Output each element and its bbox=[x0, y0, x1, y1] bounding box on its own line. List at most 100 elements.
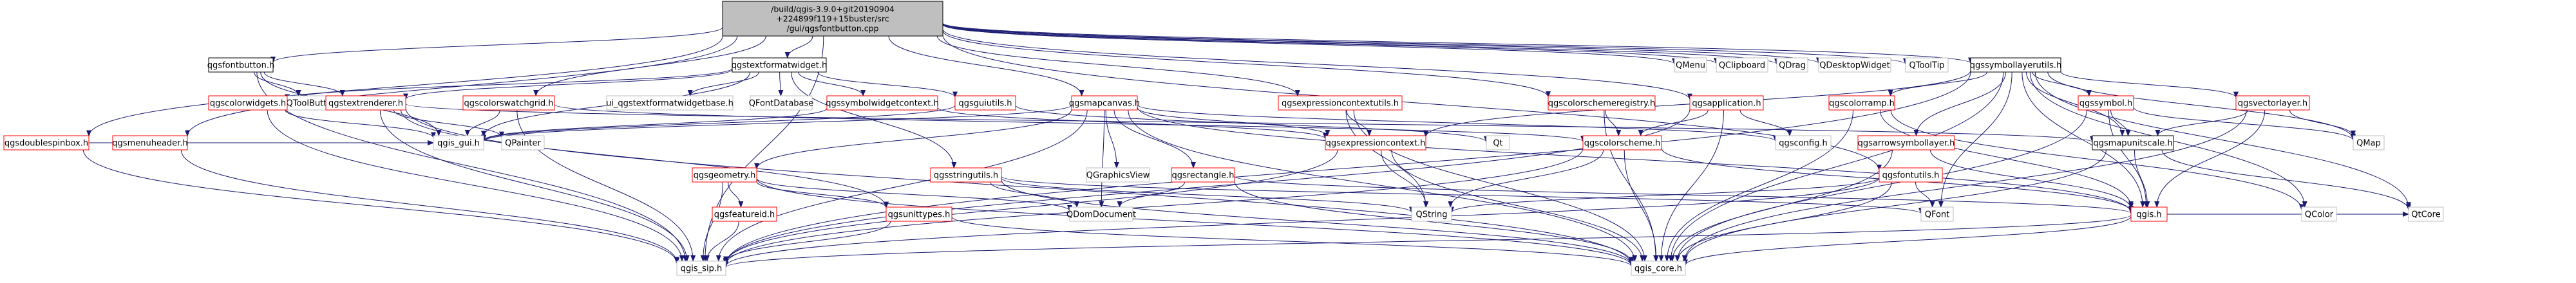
node-label: QMap bbox=[2356, 139, 2381, 149]
node-qgsgeometry-h[interactable]: qgsgeometry.h bbox=[692, 167, 757, 183]
edge-qgstextrenderer_h-to-qpainter bbox=[393, 109, 504, 138]
node-box bbox=[1582, 135, 1662, 151]
node-qdesktopwidget[interactable]: QDesktopWidget bbox=[1818, 57, 1891, 73]
node-qgsdoublespinbox-h[interactable]: qgsdoublespinbox.h bbox=[3, 135, 90, 151]
edge-qgssymbollayerutils_h-to-qfont bbox=[1938, 71, 2012, 208]
node-qfont[interactable]: QFont bbox=[1920, 206, 1954, 222]
node-qgstextrenderer-h[interactable]: qgstextrenderer.h bbox=[325, 95, 406, 111]
edge-qgstextformatwidget_h-to-qgssymbolwidgetcontext_h bbox=[798, 71, 866, 96]
node-qdomdocument[interactable]: QDomDocument bbox=[1066, 206, 1136, 222]
node-label: +224899f119+15buster/src bbox=[776, 14, 889, 24]
edge-qgssymbol_h-to-qgis_core_h bbox=[1674, 109, 2087, 262]
edge-qgstextrenderer_h-to-qgsunittypes_h bbox=[401, 109, 889, 208]
edge-root-to-qgsapplication_h bbox=[942, 29, 1692, 100]
node-label: qgsarrowsymbollayer.h bbox=[1858, 139, 1955, 149]
node-label: qgsmenuheader.h bbox=[112, 139, 187, 149]
node-qgscolorswatchgrid-h[interactable]: qgscolorswatchgrid.h bbox=[462, 95, 555, 111]
node-ui-qgstextformatwidgetbase-h[interactable]: ui_qgstextformatwidgetbase.h bbox=[606, 95, 734, 111]
node-qtooltip[interactable]: QToolTip bbox=[1905, 57, 1949, 73]
node-box bbox=[1278, 95, 1403, 111]
node-qgscolorramp-h[interactable]: qgscolorramp.h bbox=[1828, 95, 1895, 111]
node-qgsunittypes-h[interactable]: qgsunittypes.h bbox=[886, 206, 952, 222]
node-qgssymbollayerutils-h[interactable]: qgssymbollayerutils.h bbox=[1970, 57, 2062, 73]
node-qgis-core-h[interactable]: qgis_core.h bbox=[1631, 260, 1686, 276]
node-box bbox=[1171, 167, 1235, 183]
node-qmenu[interactable]: QMenu bbox=[1674, 57, 1707, 73]
node-qgssymbol-h[interactable]: qgssymbol.h bbox=[2078, 95, 2134, 111]
node-qgscolorwidgets-h[interactable]: qgscolorwidgets.h bbox=[208, 95, 288, 111]
node-qgsfontbutton-h[interactable]: qgsfontbutton.h bbox=[207, 57, 274, 73]
node-qcore[interactable]: QtCore bbox=[2408, 206, 2444, 222]
edge-qgsmapcanvas_h-to-qgsconfig_h bbox=[1137, 104, 1778, 142]
node-label: qgsstringutils.h bbox=[934, 171, 998, 181]
edge-root-to-qgsmapcanvas_h bbox=[888, 35, 1084, 96]
node-qgsguiutils-h[interactable]: qgsguiutils.h bbox=[954, 95, 1016, 111]
edge-qgssymbol_h-to-qgis_h bbox=[2108, 109, 2149, 208]
node-label: QtCore bbox=[2411, 210, 2440, 220]
node-qgsexpressioncontextutils-h[interactable]: qgsexpressioncontextutils.h bbox=[1278, 95, 1403, 111]
node-label: qgstextformatwidget.h bbox=[732, 61, 828, 71]
node-label: QColor bbox=[2305, 210, 2334, 220]
node-label: qgssymbol.h bbox=[2079, 99, 2133, 109]
edge-root-to-qdrag bbox=[942, 23, 1779, 65]
node-box bbox=[712, 206, 777, 222]
node-label: qgsfeatureid.h bbox=[714, 210, 775, 220]
node-label: qgscolorwidgets.h bbox=[210, 99, 286, 109]
node-label: qgsgeometry.h bbox=[694, 171, 756, 181]
edge-qgsmapcanvas_h-to-qgraphicsview bbox=[1105, 109, 1119, 169]
edge-qgis_h-to-qgis_core_h bbox=[1683, 215, 2132, 266]
edge-qgstextformatwidget_h-to-qgscolorwidgets_h bbox=[285, 68, 733, 101]
node-qpainter[interactable]: QPainter bbox=[501, 135, 545, 151]
node-qgsmapcanvas-h[interactable]: qgsmapcanvas.h bbox=[1069, 95, 1140, 111]
edge-qgsapplication_h-to-qgis_core_h bbox=[1658, 109, 1724, 262]
node-qgraphicsview[interactable]: QGraphicsView bbox=[1086, 167, 1150, 183]
node-qgis-gui-h[interactable]: qgis_gui.h bbox=[433, 135, 484, 151]
node-qclipboard[interactable]: QClipboard bbox=[1716, 57, 1768, 73]
edge-root-to-qclipboard bbox=[942, 24, 1719, 64]
node-qgsfeatureid-h[interactable]: qgsfeatureid.h bbox=[712, 206, 777, 222]
node-qgsapplication-h[interactable]: qgsapplication.h bbox=[1689, 95, 1764, 111]
node-box bbox=[692, 167, 757, 183]
node-box bbox=[1071, 95, 1138, 111]
node-qstring[interactable]: QString bbox=[1411, 206, 1452, 222]
node-label: qgstextrenderer.h bbox=[328, 99, 403, 109]
edge-qgstextrenderer_h-to-qgis_sip_h bbox=[379, 109, 690, 262]
edge-qgsmapcanvas_h-to-qgis_sip_h bbox=[715, 109, 1088, 262]
edge-qgssymbol_h-to-qgsmapunitscale_h bbox=[2110, 109, 2131, 136]
node-label: QClipboard bbox=[1719, 61, 1765, 71]
node-label: qgsfontutils.h bbox=[1882, 171, 1940, 181]
edge-qgssymbollayerutils_h-to-qgssymbol_h bbox=[2032, 71, 2092, 96]
node-qgsconfig-h[interactable]: qgsconfig.h bbox=[1775, 135, 1832, 151]
node-qdrag[interactable]: QDrag bbox=[1776, 57, 1808, 73]
node-qgsrectangle-h[interactable]: qgsrectangle.h bbox=[1171, 167, 1235, 183]
node-qtoolbutton[interactable]: QToolButton bbox=[284, 95, 339, 111]
edge-qgstextformatwidget_h-to-qgstextrenderer_h bbox=[403, 69, 733, 100]
edge-qgscolorschemeregistry_h-to-qgscolorscheme_h bbox=[1605, 109, 1622, 136]
edge-qgsfontbutton_h-to-qgstextrenderer_h bbox=[263, 71, 345, 96]
node-label: qgsguiutils.h bbox=[958, 99, 1012, 109]
node-qcolor[interactable]: QColor bbox=[2301, 206, 2337, 222]
node-qgis-sip-h[interactable]: qgis_sip.h bbox=[676, 260, 726, 276]
node-qgsfontutils-h[interactable]: qgsfontutils.h bbox=[1879, 167, 1943, 183]
node-label: qgssymbolwidgetcontext.h bbox=[826, 99, 938, 109]
node-qgsexpressioncontext-h[interactable]: qgsexpressioncontext.h bbox=[1325, 135, 1426, 151]
node-qgis-h[interactable]: qgis.h bbox=[2130, 206, 2168, 222]
edge-qgsexpressioncontext_h-to-qgis_core_h bbox=[1391, 149, 1645, 262]
edge-qgsmenuheader_h-to-qgis_sip_h bbox=[180, 149, 679, 264]
node-qgscolorscheme-h[interactable]: qgscolorscheme.h bbox=[1582, 135, 1662, 151]
node-qgssymbolwidgetcontext-h[interactable]: qgssymbolwidgetcontext.h bbox=[826, 95, 939, 111]
node-box bbox=[930, 167, 1002, 183]
node-qgscolorschemeregistry-h[interactable]: qgscolorschemeregistry.h bbox=[1548, 95, 1656, 111]
node-qt[interactable]: Qt bbox=[1486, 135, 1510, 151]
node-qgsmenuheader-h[interactable]: qgsmenuheader.h bbox=[112, 135, 188, 151]
node-qfontdatabase[interactable]: QFontDatabase bbox=[749, 95, 814, 111]
node-qgsarrowsymbollayer-h[interactable]: qgsarrowsymbollayer.h bbox=[1857, 135, 1955, 151]
node-qgsstringutils-h[interactable]: qgsstringutils.h bbox=[930, 167, 1002, 183]
node-qgstextformatwidget-h[interactable]: qgstextformatwidget.h bbox=[732, 57, 828, 73]
node-qgsmapunitscale-h[interactable]: qgsmapunitscale.h bbox=[2092, 135, 2174, 151]
node-qgsvectorlayer-h[interactable]: qgsvectorlayer.h bbox=[2235, 95, 2310, 111]
edge-qgstextformatwidget_h-to-ui_qgstextformatwidgetbase_h bbox=[687, 71, 759, 96]
edge-qgscolorscheme_h-to-qstring bbox=[1448, 149, 1604, 208]
node-box bbox=[2092, 135, 2174, 151]
node-qmap[interactable]: QMap bbox=[2353, 135, 2385, 151]
